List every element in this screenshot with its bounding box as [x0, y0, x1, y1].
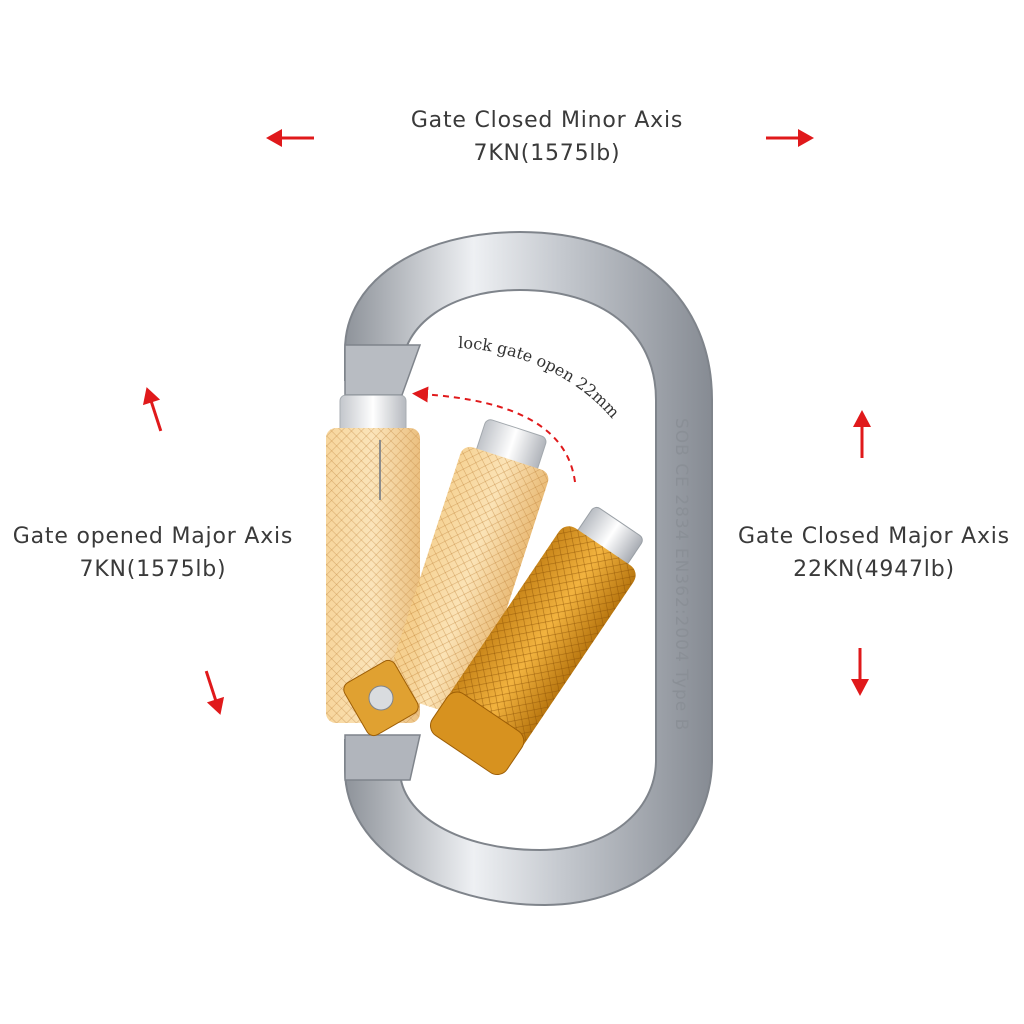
minor-axis-value: 7KN(1575lb): [473, 141, 621, 166]
closed-major-axis-label: Gate Closed Major Axis 22KN(4947lb): [724, 520, 1024, 586]
carabiner-frame: [344, 230, 713, 907]
minor-axis-title: Gate Closed Minor Axis: [410, 108, 684, 133]
gate-mid: [385, 419, 549, 718]
gate-open-annotation: lock gate open 22mm: [458, 333, 624, 422]
gate-closed: [326, 394, 420, 723]
arrow-up-icon: [853, 410, 871, 458]
engraving-text: SOB CE 2834 EN362:2004 Type B: [671, 418, 691, 731]
gate-opened-major-axis-value: 7KN(1575lb): [79, 557, 227, 582]
gate-hinge: [343, 659, 419, 737]
minor-axis-label: Gate Closed Minor Axis 7KN(1575lb): [362, 104, 732, 170]
gate-open-annotation-path: lock gate open 22mm: [458, 333, 624, 422]
arrow-left-icon: [266, 129, 314, 147]
gate-open-arc: [412, 386, 576, 483]
arrow-up-icon: [142, 387, 163, 432]
closed-major-axis-title: Gate Closed Major Axis: [738, 524, 1010, 549]
arrow-down-icon: [851, 648, 869, 696]
gate-opened-major-axis-label: Gate opened Major Axis 7KN(1575lb): [0, 520, 306, 586]
gate-open: [430, 506, 643, 776]
closed-major-axis-value: 22KN(4947lb): [793, 557, 955, 582]
arrow-down-icon: [204, 670, 225, 715]
arrow-right-icon: [766, 129, 814, 147]
gate-opened-major-axis-title: Gate opened Major Axis: [12, 524, 294, 549]
